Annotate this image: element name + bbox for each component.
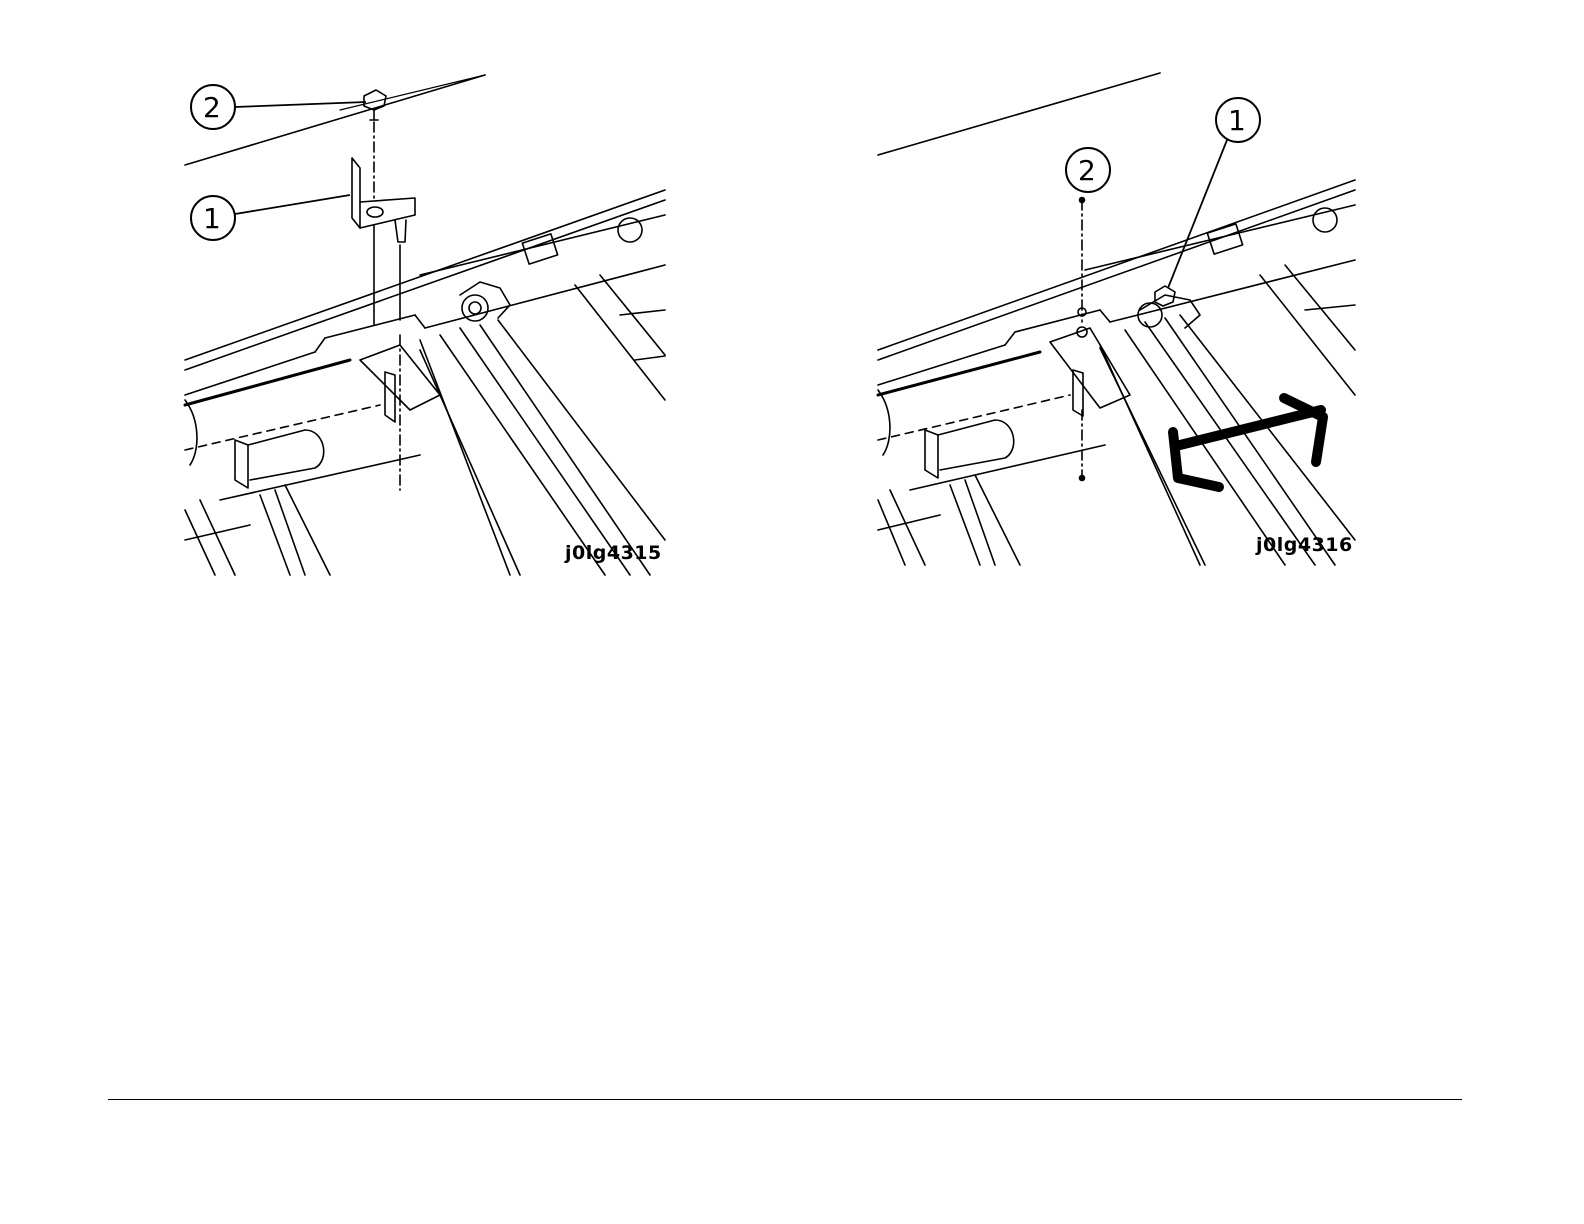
illustration-bracket-adjustment: 1 2 xyxy=(875,70,1360,570)
footer-divider xyxy=(108,1099,1462,1100)
figure-id-label: j0lg4316 xyxy=(1256,534,1353,556)
callout-1-label: 1 xyxy=(203,202,221,235)
callout-2-label: 2 xyxy=(1078,154,1096,187)
figure-j0lg4315: 2 1 xyxy=(180,70,670,580)
callout-2-label: 2 xyxy=(203,91,221,124)
illustration-bracket-removal: 2 1 xyxy=(180,70,670,580)
double-arrow-icon xyxy=(1173,398,1323,487)
figure-id-label: j0lg4315 xyxy=(565,542,662,564)
figure-j0lg4316: 1 2 xyxy=(875,70,1360,570)
callout-1-label: 1 xyxy=(1228,104,1246,137)
